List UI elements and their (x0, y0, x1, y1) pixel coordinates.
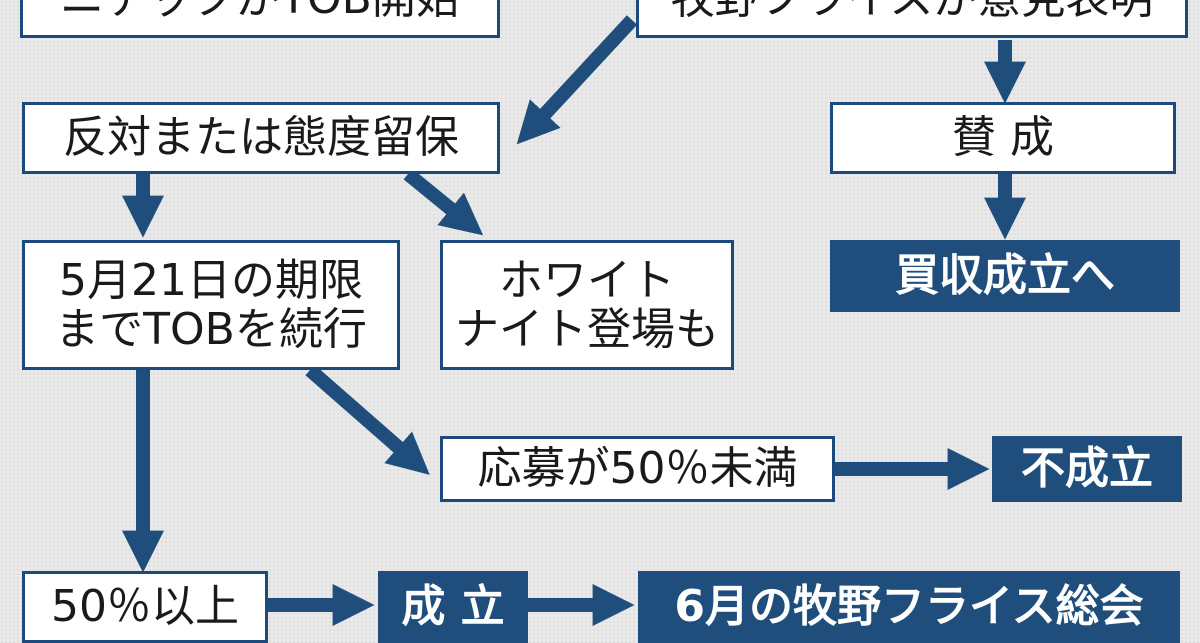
box-buyout-success: 買収成立へ (830, 240, 1180, 312)
box-success: 成 立 (378, 571, 528, 643)
arrow-oppose-to-white-knight (403, 168, 484, 236)
box-makino-meeting: 6月の牧野フライス総会 (638, 571, 1180, 643)
box-over-50: 50％以上 (22, 571, 268, 643)
box-white-knight: ホワイト ナイト登場も (440, 240, 734, 370)
flowchart-canvas: ニデックがTOB開始 牧野フライスが意見表明 反対または態度留保 賛 成 買収成… (20, 0, 1188, 643)
box-continue-tob: 5月21日の期限 までTOBを続行 (22, 240, 400, 370)
arrow-continue-to-under-50 (305, 364, 430, 475)
box-tob-start: ニデックがTOB開始 (20, 0, 500, 38)
box-oppose-or-reserve: 反対または態度留保 (22, 102, 500, 174)
box-fail: 不成立 (992, 436, 1182, 502)
box-under-50: 応募が50％未満 (440, 436, 835, 502)
box-makino-opinion: 牧野フライスが意見表明 (636, 0, 1188, 38)
flow-arrows (122, 15, 1026, 626)
box-approve: 賛 成 (830, 102, 1176, 174)
arrow-opinion-to-oppose (516, 15, 638, 145)
